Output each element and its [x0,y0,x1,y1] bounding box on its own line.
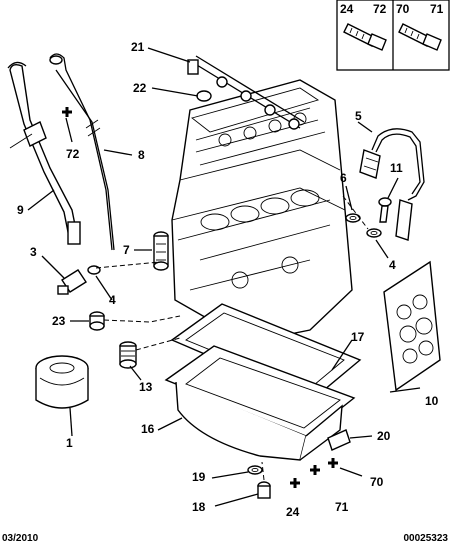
callout-8: 8 [138,148,145,162]
fastener-marker [62,107,338,488]
dipstick [49,53,115,251]
callout-13: 13 [139,380,153,394]
screw-icon [398,23,442,51]
fuel-rail [187,55,305,130]
callout-1: 1 [66,436,73,450]
reference-dashes [95,195,369,481]
plug-connector [378,197,413,241]
callout-21: 21 [131,40,145,54]
screw-inset: 24 72 70 71 [336,0,450,71]
label-70: 70 [396,2,410,16]
callout-5: 5 [355,109,362,123]
sensor-with-cable [359,128,425,201]
callout-16: 16 [141,422,155,436]
engine-block [171,79,353,341]
part-labels: 21 22 72 8 9 7 3 4 23 13 1 16 17 10 5 6 … [17,40,439,519]
callout-3: 3 [30,245,37,259]
strainer [153,231,169,271]
callout-70: 70 [370,475,384,489]
bracket [327,429,351,451]
callout-10: 10 [425,394,439,408]
label-24: 24 [340,2,354,16]
plug [89,311,105,331]
label-71: 71 [430,2,444,16]
callout-9: 9 [17,203,24,217]
callout-19: 19 [192,470,206,484]
label-72: 72 [373,2,387,16]
footer-reference: 00025323 [404,533,449,544]
leader-lines [27,47,421,507]
callout-22: 22 [133,81,147,95]
callout-17: 17 [351,330,365,344]
oil-filter [35,355,89,409]
threaded-adapter [119,341,137,369]
washer [366,228,382,238]
washer [247,465,263,475]
callout-24: 24 [286,505,300,519]
callout-4b: 4 [389,258,396,272]
drain-plug [257,481,271,499]
dipstick-tube [7,61,81,245]
screw-icon [343,23,387,51]
callout-20: 20 [377,429,391,443]
pressure-switch [57,265,101,295]
callout-18: 18 [192,500,206,514]
callout-23: 23 [52,314,66,328]
callout-4a: 4 [109,293,116,307]
oil-sump [164,345,356,461]
callout-6: 6 [340,171,347,185]
callout-71: 71 [335,500,349,514]
callout-72: 72 [66,147,80,161]
gasket-set [383,260,441,392]
callout-7: 7 [123,243,130,257]
footer-date: 03/2010 [2,533,39,544]
callout-11: 11 [390,161,403,175]
